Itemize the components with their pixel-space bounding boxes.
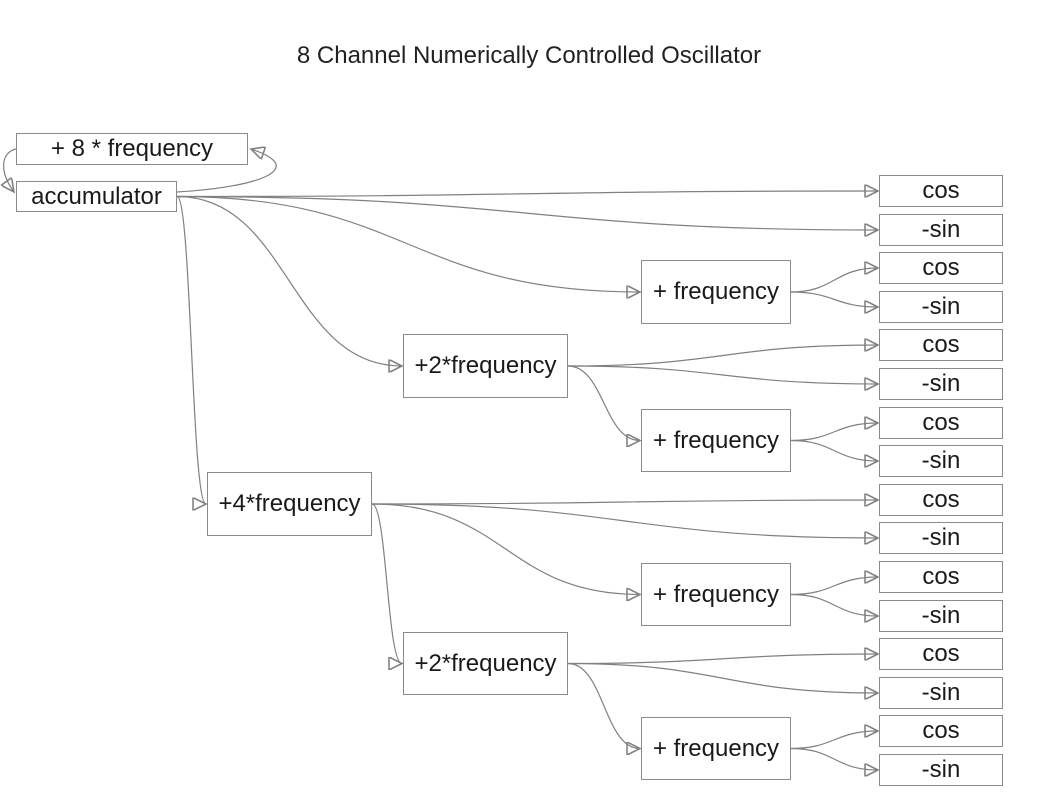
node-f1a: + frequency (641, 260, 791, 324)
node-sin6: -sin (879, 677, 1003, 709)
edge-feedback-to-acc (4, 148, 17, 192)
edge-acc-to-sin0 (176, 195, 878, 231)
node-sin0: -sin (879, 214, 1003, 246)
node-cos3: cos (879, 407, 1003, 439)
edge-f1d-to-cos7 (790, 731, 878, 750)
node-cos7: cos (879, 715, 1003, 747)
edge-acc-to-f2a (176, 195, 402, 367)
edge-f2a-to-f1b (567, 365, 640, 441)
edge-acc-to-f4 (176, 195, 206, 505)
node-cos0: cos (879, 175, 1003, 207)
edge-f1b-to-sin3 (790, 439, 878, 462)
edge-f4-to-f1c (371, 503, 640, 595)
edge-f4-to-f2b (371, 503, 402, 664)
diagram-title: 8 Channel Numerically Controlled Oscilla… (296, 42, 762, 69)
edge-acc-to-f1a (176, 195, 640, 293)
node-feedback: + 8 * frequency (16, 133, 248, 165)
node-sin3: -sin (879, 445, 1003, 477)
edge-f2b-to-f1d (567, 662, 640, 749)
edge-f1d-to-sin7 (790, 747, 878, 771)
node-f1b: + frequency (641, 409, 791, 472)
node-f2a: +2*frequency (403, 334, 568, 398)
edge-f1a-to-sin1 (790, 291, 878, 307)
edge-f4-to-cos4 (371, 500, 878, 504)
node-cos6: cos (879, 638, 1003, 670)
edge-f1c-to-cos5 (790, 577, 878, 596)
edge-acc-to-feedback (176, 149, 277, 193)
edge-f2a-to-cos2 (567, 345, 878, 367)
node-f4: +4*frequency (207, 472, 372, 536)
node-f1c: + frequency (641, 563, 791, 626)
edge-acc-to-cos0 (176, 191, 878, 197)
node-cos1: cos (879, 252, 1003, 284)
node-cos2: cos (879, 329, 1003, 361)
node-sin7: -sin (879, 754, 1003, 786)
edge-f2a-to-sin2 (567, 365, 878, 384)
edge-f2b-to-sin6 (567, 662, 878, 694)
edge-f1b-to-cos3 (790, 423, 878, 442)
edge-f2b-to-cos6 (567, 654, 878, 665)
edge-f1a-to-cos1 (790, 268, 878, 293)
node-sin1: -sin (879, 291, 1003, 323)
node-sin5: -sin (879, 600, 1003, 632)
node-sin2: -sin (879, 368, 1003, 400)
node-cos5: cos (879, 561, 1003, 593)
node-f1d: + frequency (641, 717, 791, 780)
node-f2b: +2*frequency (403, 632, 568, 695)
node-cos4: cos (879, 484, 1003, 516)
node-sin4: -sin (879, 522, 1003, 554)
node-acc: accumulator (16, 181, 177, 212)
edge-f1c-to-sin5 (790, 593, 878, 617)
edge-f4-to-sin4 (371, 503, 878, 538)
